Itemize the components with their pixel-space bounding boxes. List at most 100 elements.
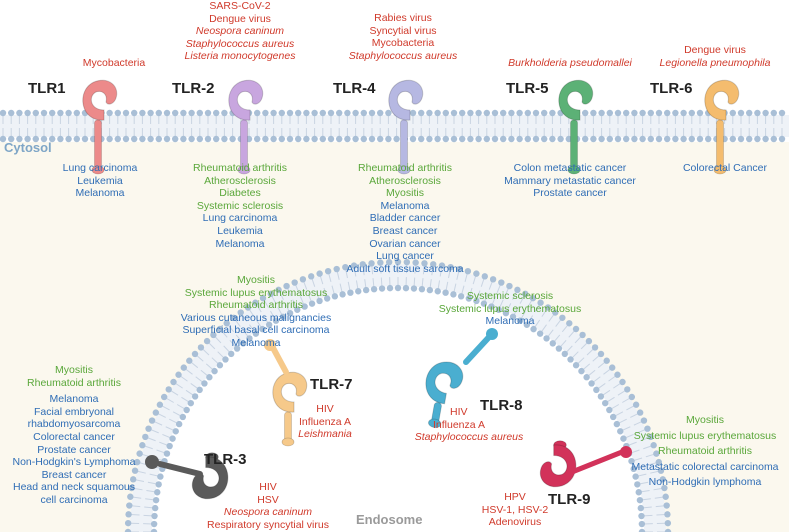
lipid-tail bbox=[229, 339, 237, 348]
lipid-tail bbox=[133, 487, 143, 491]
lipid-head bbox=[620, 435, 627, 442]
pathogen-item: Leishmania bbox=[298, 428, 352, 441]
lipid-head bbox=[402, 284, 410, 292]
lipid-head bbox=[316, 297, 323, 305]
lipid-tail bbox=[592, 376, 601, 383]
lipid-tail bbox=[223, 345, 231, 353]
lipid-head bbox=[636, 496, 644, 504]
cancer-item: Lung carcinoma bbox=[202, 212, 278, 225]
lipid-head bbox=[529, 294, 537, 302]
cancer-item: Leukemia bbox=[77, 174, 123, 187]
lipid-head bbox=[278, 135, 285, 143]
lipid-head bbox=[566, 320, 573, 327]
lipid-tail bbox=[429, 279, 432, 289]
lipid-tail bbox=[174, 382, 183, 389]
tlr7-stalk-link bbox=[269, 343, 289, 375]
lipid-tail bbox=[642, 506, 652, 509]
lipid-tail bbox=[299, 296, 305, 305]
lipid-tail bbox=[195, 376, 204, 383]
lipid-head bbox=[196, 386, 203, 394]
lipid-tail bbox=[190, 383, 199, 390]
lipid-tail bbox=[181, 396, 190, 403]
cancer-item: Leukemia bbox=[217, 224, 263, 237]
lipid-tail bbox=[651, 479, 661, 482]
tlr9-receptor bbox=[539, 440, 577, 488]
autoimmune-item: Atherosclerosis bbox=[369, 174, 441, 187]
lipid-head bbox=[229, 135, 236, 143]
lipid-head bbox=[49, 109, 56, 117]
lipid-head bbox=[457, 293, 465, 300]
lipid-head bbox=[204, 109, 212, 117]
lipid-head bbox=[323, 295, 331, 302]
lipid-head bbox=[522, 290, 529, 298]
tlr9-tir-domain bbox=[620, 446, 632, 458]
lipid-head bbox=[456, 265, 463, 273]
tlr7-receptor-tir-domain bbox=[281, 437, 295, 447]
lipid-head bbox=[187, 399, 194, 407]
tlr4-receptor-ectodomain bbox=[388, 79, 424, 121]
lipid-tail bbox=[565, 345, 573, 353]
lipid-head bbox=[8, 109, 15, 117]
lipid-head bbox=[344, 135, 351, 143]
lipid-head bbox=[549, 109, 556, 117]
lipid-tail bbox=[414, 264, 417, 274]
lipid-tail bbox=[639, 481, 649, 485]
lipid-head bbox=[514, 286, 521, 294]
lipid-head bbox=[114, 135, 122, 143]
lipid-head bbox=[362, 286, 370, 294]
lipid-head bbox=[65, 135, 72, 143]
lipid-head bbox=[129, 476, 137, 483]
tlr5-receptor bbox=[558, 79, 594, 175]
tlr9-stalk-link bbox=[569, 449, 625, 475]
lipid-head bbox=[680, 109, 687, 117]
lipid-head bbox=[221, 109, 228, 117]
lipid-tail bbox=[355, 280, 359, 290]
cancer-item: Non-Hodgkin's Lymphoma bbox=[12, 456, 136, 469]
tlr9-pathogens: HPV HSV-1, HSV-2 Adenovirus bbox=[465, 491, 565, 529]
lipid-head bbox=[291, 279, 298, 286]
autoimmune-item: Rheumatoid arthritis bbox=[358, 162, 452, 174]
lipid-tail bbox=[170, 390, 179, 396]
lipid-head bbox=[632, 401, 640, 408]
lipid-head bbox=[299, 276, 307, 283]
lipid-head bbox=[316, 270, 323, 277]
lipid-head bbox=[565, 135, 572, 143]
lipid-head bbox=[516, 109, 523, 117]
pathogen-item: Staphylococcus aureus bbox=[348, 49, 458, 62]
lipid-head bbox=[585, 337, 593, 345]
lipid-head bbox=[696, 135, 704, 143]
lipid-head bbox=[175, 420, 183, 428]
lipid-head bbox=[638, 520, 646, 528]
lipid-tail bbox=[645, 453, 655, 458]
lipid-head bbox=[342, 263, 349, 271]
lipid-head bbox=[491, 135, 499, 143]
lipid-tail bbox=[571, 351, 579, 359]
lipid-head bbox=[434, 288, 441, 295]
tlr3-diseases: Myositis Rheumatoid arthritis Melanoma F… bbox=[4, 364, 144, 507]
lipid-head bbox=[347, 289, 354, 296]
lipid-head bbox=[150, 520, 158, 528]
lipid-tail bbox=[345, 269, 348, 279]
endosome-membrane bbox=[124, 258, 672, 532]
lipid-tail bbox=[648, 462, 657, 466]
lipid-head bbox=[590, 135, 597, 143]
lipid-head bbox=[254, 135, 261, 143]
lipid-tail bbox=[574, 336, 582, 344]
lipid-head bbox=[623, 135, 630, 143]
lipid-head bbox=[0, 109, 7, 117]
lipid-head bbox=[630, 465, 637, 473]
lipid-tail bbox=[379, 264, 382, 274]
lipid-tail bbox=[130, 513, 140, 516]
pathogen-item: Rabies virus bbox=[374, 12, 432, 24]
lipid-head bbox=[631, 135, 638, 143]
cancer-item: Melanoma bbox=[215, 237, 265, 250]
lipid-head bbox=[252, 330, 260, 337]
lipid-head bbox=[286, 135, 294, 143]
lipid-head bbox=[163, 109, 171, 117]
lipid-head bbox=[606, 135, 613, 143]
lipid-tail bbox=[279, 291, 284, 300]
lipid-tail bbox=[472, 275, 477, 285]
lipid-head bbox=[16, 109, 23, 117]
lipid-head bbox=[246, 335, 253, 342]
